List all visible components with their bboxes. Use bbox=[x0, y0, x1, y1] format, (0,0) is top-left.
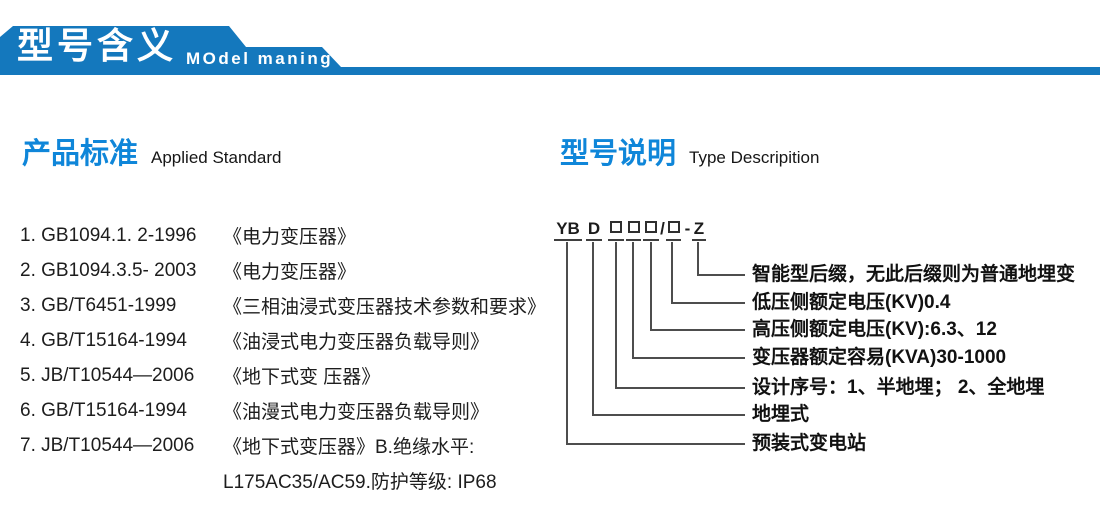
standard-title: 《电力变压器》 bbox=[223, 262, 357, 283]
model-code-slash: / bbox=[660, 219, 665, 238]
placeholder-box-icon bbox=[645, 221, 657, 233]
standard-item: 7. JB/T10544—2006 《地下式变压器》B.绝缘水平: bbox=[20, 428, 550, 463]
model-code-suffix: Z bbox=[692, 220, 706, 241]
standards-heading-cn: 产品标准 bbox=[22, 138, 139, 170]
standard-item: 5. JB/T10544—2006 《地下式变 压器》 bbox=[20, 358, 550, 393]
standard-title: 《油浸式电力变压器负载导则》 bbox=[223, 332, 490, 353]
standard-item: 1. GB1094.1. 2-1996 《电力变压器》 bbox=[20, 218, 550, 253]
standard-title: 《电力变压器》 bbox=[223, 227, 357, 248]
standard-code: 5. JB/T10544—2006 bbox=[20, 364, 195, 386]
diagram-label-capacity: 变压器额定容易(KVA)30-1000 bbox=[752, 347, 1007, 368]
model-code-placeholder-2 bbox=[626, 220, 641, 241]
standard-title: L175AC35/AC59.防护等级: IP68 bbox=[223, 472, 497, 493]
diagram-label-buried-type: 地埋式 bbox=[752, 404, 810, 425]
diagram-label-smart-suffix: 智能型后缀，无此后缀则为普通地埋变 bbox=[752, 264, 1076, 285]
model-heading-cn: 型号说明 bbox=[560, 138, 677, 170]
placeholder-box-icon bbox=[610, 221, 622, 233]
standards-heading-en: Applied Standard bbox=[151, 148, 282, 167]
model-heading-en: Type Descripition bbox=[689, 148, 820, 167]
diagram-label-prefab-substation: 预装式变电站 bbox=[752, 433, 867, 454]
standard-code: 3. GB/T6451-1999 bbox=[20, 294, 177, 316]
header-band-shape bbox=[0, 26, 1100, 75]
model-code-dash: - bbox=[684, 219, 691, 238]
standard-item: 6. GB/T15164-1994 《油漫式电力变压器负载导则》 bbox=[20, 393, 550, 428]
model-code-placeholder-1 bbox=[608, 220, 624, 241]
page-title-cn: 型号含义 bbox=[17, 25, 178, 66]
standard-title: 《地下式变 压器》 bbox=[223, 367, 381, 388]
standard-code: 2. GB1094.3.5- 2003 bbox=[20, 259, 197, 281]
model-code-buried: D bbox=[586, 220, 602, 241]
standard-title: 《地下式变压器》B.绝缘水平: bbox=[223, 437, 475, 458]
diagram-label-lv-voltage: 低压侧额定电压(KV)0.4 bbox=[752, 292, 951, 313]
placeholder-box-icon bbox=[627, 221, 640, 233]
page-title-en: MOdel maning bbox=[186, 49, 334, 68]
standard-item: 3. GB/T6451-1999 《三相油浸式变压器技术参数和要求》 bbox=[20, 288, 550, 323]
standards-list: 1. GB1094.1. 2-1996 《电力变压器》 2. GB1094.3.… bbox=[20, 218, 550, 498]
model-code-prefix: YB bbox=[554, 220, 582, 241]
standard-code: 1. GB1094.1. 2-1996 bbox=[20, 224, 197, 246]
model-code-placeholder-3 bbox=[643, 220, 659, 241]
model-heading: 型号说明 Type Descripition bbox=[560, 140, 819, 169]
standard-code: 6. GB/T15164-1994 bbox=[20, 399, 187, 421]
standard-title: 《油漫式电力变压器负载导则》 bbox=[223, 402, 490, 423]
placeholder-box-icon bbox=[667, 221, 680, 233]
standard-title: 《三相油浸式变压器技术参数和要求》 bbox=[223, 297, 547, 318]
standard-item: 2. GB1094.3.5- 2003 《电力变压器》 bbox=[20, 253, 550, 288]
diagram-label-hv-voltage: 高压侧额定电压(KV):6.3、12 bbox=[752, 319, 997, 340]
standard-code: 4. GB/T15164-1994 bbox=[20, 329, 187, 351]
standard-code: 7. JB/T10544—2006 bbox=[20, 434, 195, 456]
model-code-placeholder-4 bbox=[666, 220, 681, 241]
standard-item: 4. GB/T15164-1994 《油浸式电力变压器负载导则》 bbox=[20, 323, 550, 358]
standard-item-continuation: L175AC35/AC59.防护等级: IP68 bbox=[20, 463, 550, 498]
standards-heading: 产品标准 Applied Standard bbox=[22, 140, 281, 169]
diagram-label-design-serial: 设计序号：1、半地埋； 2、全地埋 bbox=[752, 377, 1045, 398]
